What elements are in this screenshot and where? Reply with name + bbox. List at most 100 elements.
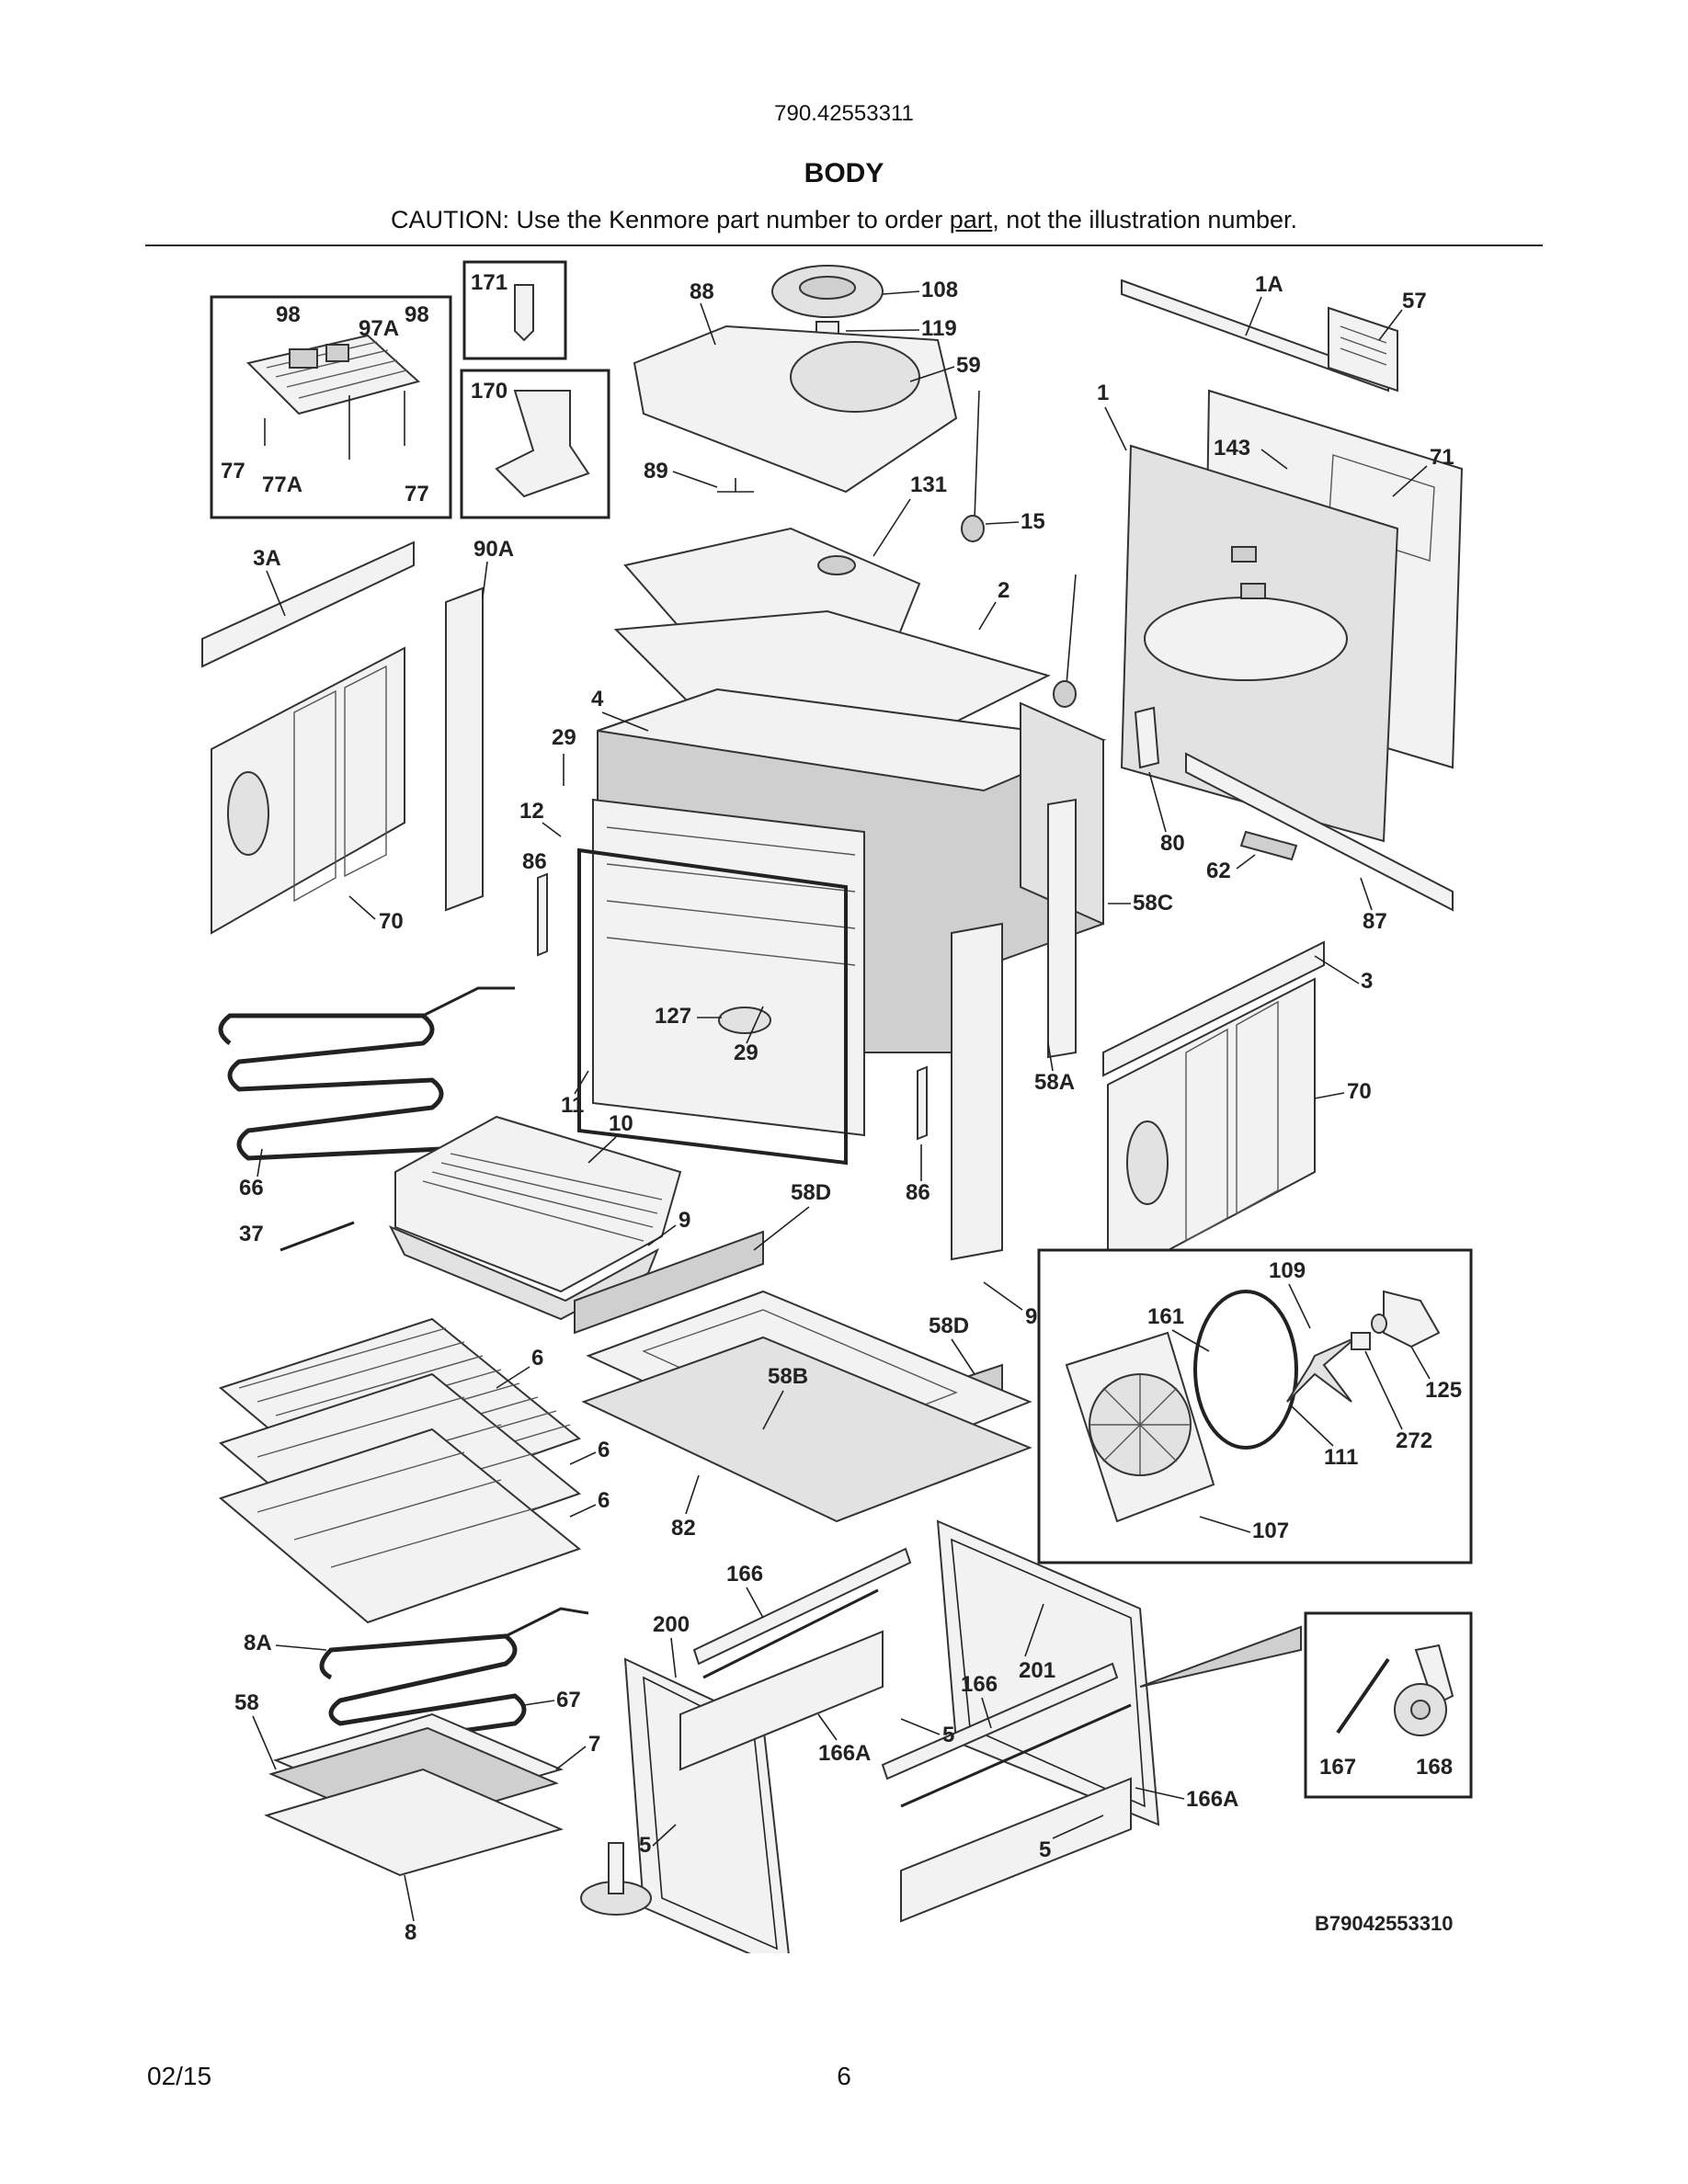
callout-5: 5 [1039, 1837, 1051, 1862]
page-number: 6 [837, 2062, 851, 2090]
callout-15: 15 [1021, 509, 1045, 534]
callout-108: 108 [921, 278, 958, 302]
callout-8A: 8A [244, 1631, 272, 1655]
callout-89: 89 [644, 459, 668, 483]
side-trim-right-part [951, 922, 1003, 1261]
broil-element-part [218, 986, 515, 1161]
callout-77A: 77A [262, 472, 302, 497]
broil-pan-grid-part [394, 1115, 682, 1293]
callout-170: 170 [471, 379, 508, 404]
exploded-parts-diagram: 98 97A 98 77 77A 77 171 170 88 108 119 5… [201, 260, 1473, 1953]
callout-201: 201 [1019, 1658, 1055, 1683]
callout-59: 59 [956, 353, 981, 378]
oven-rack-part [218, 1428, 582, 1624]
side-rail-right-part [1102, 940, 1325, 1077]
callout-166A: 166A [1186, 1787, 1238, 1812]
side-panel-left-part [211, 646, 405, 935]
callout-272: 272 [1396, 1428, 1432, 1453]
callout-167: 167 [1319, 1755, 1356, 1780]
callout-7: 7 [588, 1732, 600, 1757]
callout-6: 6 [598, 1438, 610, 1462]
callout-57: 57 [1402, 289, 1427, 313]
callout-90A: 90A [473, 537, 514, 562]
bottom-plate-part [264, 1768, 564, 1877]
vent-cover-part [1328, 306, 1398, 392]
callout-80: 80 [1160, 831, 1185, 856]
callout-29: 29 [552, 725, 576, 750]
temperature-probe-part [961, 390, 1077, 708]
hinge-receptacle-part [537, 872, 548, 957]
callout-98: 98 [276, 302, 301, 327]
header-divider [145, 245, 1543, 246]
callout-3A: 3A [253, 546, 281, 571]
callout-67: 67 [556, 1688, 581, 1712]
callout-3: 3 [1361, 969, 1373, 994]
callout-62: 62 [1206, 859, 1231, 883]
callout-8: 8 [405, 1920, 416, 1945]
callout-37: 37 [239, 1222, 264, 1246]
callout-5: 5 [942, 1723, 954, 1747]
callout-98: 98 [405, 302, 429, 327]
side-rail-part [201, 540, 415, 668]
section-title: BODY [804, 158, 884, 188]
callout-200: 200 [653, 1612, 690, 1637]
drawer-slide-166-right-part [881, 1662, 1132, 1808]
callout-58A: 58A [1034, 1070, 1075, 1095]
callout-6: 6 [598, 1488, 610, 1513]
callout-143: 143 [1214, 436, 1250, 461]
caution-underlined-word: part [949, 206, 993, 233]
callout-166A: 166A [818, 1741, 871, 1766]
callout-58B: 58B [768, 1364, 808, 1389]
callout-10: 10 [609, 1111, 633, 1136]
callout-1A: 1A [1255, 272, 1283, 297]
callout-58D: 58D [791, 1180, 831, 1205]
callout-86: 86 [522, 849, 547, 874]
callout-131: 131 [910, 472, 947, 497]
blower-housing-part [633, 324, 958, 494]
convection-motor-part [1351, 1290, 1441, 1350]
callout-77: 77 [221, 459, 245, 483]
callout-82: 82 [671, 1516, 696, 1541]
callout-58C: 58C [1133, 891, 1173, 916]
leveling-leg-part [580, 1842, 652, 1916]
callout-86: 86 [906, 1180, 930, 1205]
control-board-inset-box [210, 295, 452, 519]
side-panel-right-part [1107, 977, 1316, 1284]
bracket-80-part [1134, 706, 1160, 769]
callout-70: 70 [1347, 1079, 1372, 1104]
callout-6: 6 [531, 1346, 543, 1371]
rear-wall-panel-part [1120, 444, 1399, 843]
drawer-roller-part [1336, 1644, 1454, 1736]
callout-11: 11 [561, 1093, 584, 1118]
callout-71: 71 [1430, 445, 1454, 470]
callout-109: 109 [1269, 1258, 1306, 1283]
drawing-code: B79042553310 [1315, 1912, 1453, 1935]
caution-suffix: , not the illustration number. [992, 206, 1297, 233]
convection-fan-cover-part [1065, 1331, 1215, 1523]
callout-88: 88 [690, 279, 714, 304]
callout-87: 87 [1363, 909, 1387, 934]
roller-inset-pointer [1139, 1625, 1302, 1688]
callout-12: 12 [519, 799, 544, 824]
callout-70: 70 [379, 909, 404, 934]
callout-171: 171 [471, 270, 508, 295]
model-number: 790.42553311 [774, 101, 914, 126]
callout-127: 127 [655, 1004, 691, 1029]
callout-5: 5 [639, 1833, 651, 1858]
drawer-rear-frame-part [936, 1519, 1160, 1826]
rear-bracket-part [1121, 279, 1389, 392]
rear-crossbar-part [1185, 752, 1454, 912]
door-gasket-part [577, 847, 848, 1166]
caution-prefix: CAUTION: Use the Kenmore part number to … [391, 206, 950, 233]
callout-166: 166 [961, 1672, 998, 1697]
drawer-rail-166A-part [679, 1630, 1132, 1923]
callout-58D: 58D [929, 1314, 969, 1338]
callout-58: 58 [234, 1690, 259, 1715]
terminal-block-part [1239, 830, 1298, 861]
caution-note: CAUTION: Use the Kenmore part number to … [0, 206, 1688, 234]
callout-29: 29 [734, 1041, 758, 1065]
callout-168: 168 [1416, 1755, 1453, 1780]
lower-base-part [581, 1336, 1032, 1523]
hinge-receptacle-right-part [917, 1065, 928, 1141]
callout-166: 166 [726, 1562, 763, 1587]
